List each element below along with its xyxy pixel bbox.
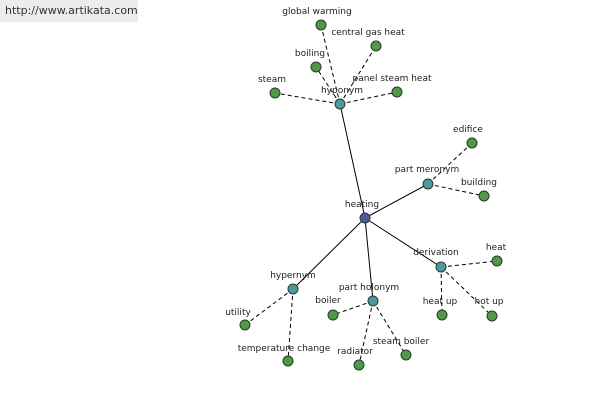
edge-part-meronym-building <box>427 183 485 197</box>
edge-derivation-heat-up <box>440 266 443 316</box>
leaf-global-warming-node[interactable] <box>315 19 327 31</box>
relation-part-meronym-node[interactable] <box>422 178 434 190</box>
edge-hypernym-temperature-change <box>287 288 294 362</box>
edge-hypernym-utility <box>244 288 294 326</box>
leaf-steam-label: steam <box>258 75 286 85</box>
center-heating-label: heating <box>345 200 379 210</box>
edge-part-meronym-edifice <box>427 142 473 185</box>
edge-heating-part-meronym <box>364 183 429 219</box>
leaf-steam-boiler-node[interactable] <box>400 349 412 361</box>
edge-layer <box>244 24 498 366</box>
node-layer: hyponym global warming central gas heat boi… <box>225 7 507 371</box>
leaf-heat-label: heat <box>486 243 507 253</box>
edge-part-holonym-radiator <box>358 300 374 366</box>
leaf-hot-up-node[interactable] <box>486 310 498 322</box>
source-url[interactable]: http://www.artikata.com <box>5 4 138 17</box>
edge-hyponym-steam <box>274 92 341 105</box>
leaf-boiling-node[interactable] <box>310 61 322 73</box>
relation-hyponym-node[interactable] <box>334 98 346 110</box>
leaf-heat-up-label: heat up <box>423 297 458 307</box>
relation-hyponym-label: hyponym <box>321 86 363 96</box>
edge-heating-hyponym <box>339 103 366 219</box>
leaf-heat-up-node[interactable] <box>436 309 448 321</box>
leaf-edifice-label: edifice <box>453 125 483 135</box>
source-url-bar: http://www.artikata.com <box>0 0 138 22</box>
center-heating-node[interactable] <box>359 212 371 224</box>
leaf-building-label: building <box>461 178 497 188</box>
relation-hypernym-node[interactable] <box>287 283 299 295</box>
relation-derivation-node[interactable] <box>435 261 447 273</box>
leaf-heat-node[interactable] <box>491 255 503 267</box>
edge-part-holonym-boiler <box>332 300 374 316</box>
relation-part-meronym-label: part meronym <box>395 165 459 175</box>
leaf-central-gas-heat-node[interactable] <box>370 40 382 52</box>
leaf-utility-node[interactable] <box>239 319 251 331</box>
edge-heating-hypernym <box>292 217 366 290</box>
edge-heating-derivation <box>364 217 442 268</box>
edge-part-holonym-steam-boiler <box>372 300 407 356</box>
leaf-building-node[interactable] <box>478 190 490 202</box>
leaf-utility-label: utility <box>225 308 251 318</box>
edge-heating-part-holonym <box>364 217 374 302</box>
relation-part-holonym-label: part holonym <box>339 283 399 293</box>
edge-hyponym-panel-steam-heat <box>339 91 398 105</box>
leaf-edifice-node[interactable] <box>466 137 478 149</box>
leaf-steam-node[interactable] <box>269 87 281 99</box>
leaf-temperature-change-node[interactable] <box>282 355 294 367</box>
leaf-panel-steam-heat-label: panel steam heat <box>352 74 431 84</box>
leaf-radiator-label: radiator <box>337 347 373 357</box>
edge-derivation-heat <box>440 260 498 268</box>
leaf-boiler-node[interactable] <box>327 309 339 321</box>
leaf-global-warming-label: global warming <box>282 7 351 17</box>
leaf-boiling-label: boiling <box>295 49 325 59</box>
leaf-boiler-label: boiler <box>315 296 341 306</box>
leaf-hot-up-label: hot up <box>474 297 503 307</box>
relation-part-holonym-node[interactable] <box>367 295 379 307</box>
relation-hypernym-label: hypernym <box>270 271 316 281</box>
edge-derivation-hot-up <box>440 266 493 317</box>
edge-hyponym-central-gas-heat <box>339 45 377 105</box>
edge-hyponym-boiling <box>315 66 341 105</box>
leaf-panel-steam-heat-node[interactable] <box>391 86 403 98</box>
leaf-steam-boiler-label: steam boiler <box>373 337 430 347</box>
leaf-temperature-change-label: temperature change <box>238 344 331 354</box>
leaf-central-gas-heat-label: central gas heat <box>331 28 405 38</box>
leaf-radiator-node[interactable] <box>353 359 365 371</box>
relation-derivation-label: derivation <box>413 248 459 258</box>
